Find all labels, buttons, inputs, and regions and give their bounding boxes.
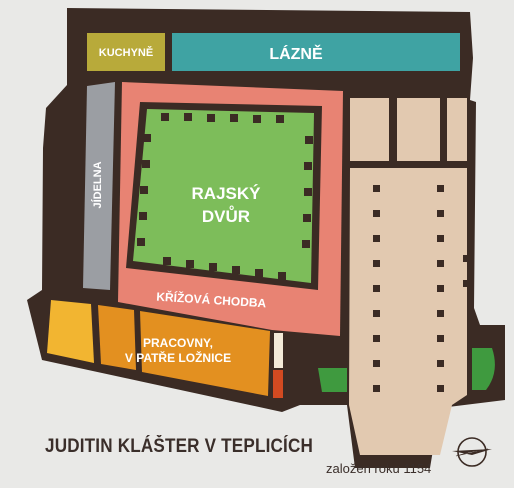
chapel-room-a [350,98,389,161]
kitchen-label: KUCHYNĚ [99,46,153,59]
courtyard-garden [133,109,314,283]
map-title: JUDITIN KLÁŠTER V TEPLICÍCH [45,436,314,457]
workroom-passage [274,333,283,368]
chapel-room-b [397,98,440,161]
nave-pillars [373,185,470,392]
courtyard-label-line1: RAJSKÝ [192,184,262,203]
baths-room [172,33,460,71]
compass-rose-icon [452,437,492,467]
map-subtitle: založen roku 1154 [326,461,432,476]
apse-south [318,368,347,392]
workroom-accent [273,370,283,398]
workrooms-label-line1: PRACOVNY, [143,336,213,350]
workroom-west [47,300,94,363]
courtyard-label-line2: DVŮR [202,206,250,226]
chapel-room-c [447,98,467,161]
church-nave [349,168,467,455]
workroom-main [140,311,270,396]
apse-east [472,348,495,390]
kitchen-room [87,33,165,71]
refectory-room [83,82,115,290]
refectory-label: JÍDELNA [91,161,104,208]
baths-label: LÁZNĚ [269,44,323,63]
workrooms-label-line2: V PATŘE LOŽNICE [125,350,231,365]
workroom-middle [98,305,136,370]
courtyard-pillars [137,113,313,280]
cloister-label: KŘÍŽOVÁ CHODBA [156,289,267,311]
